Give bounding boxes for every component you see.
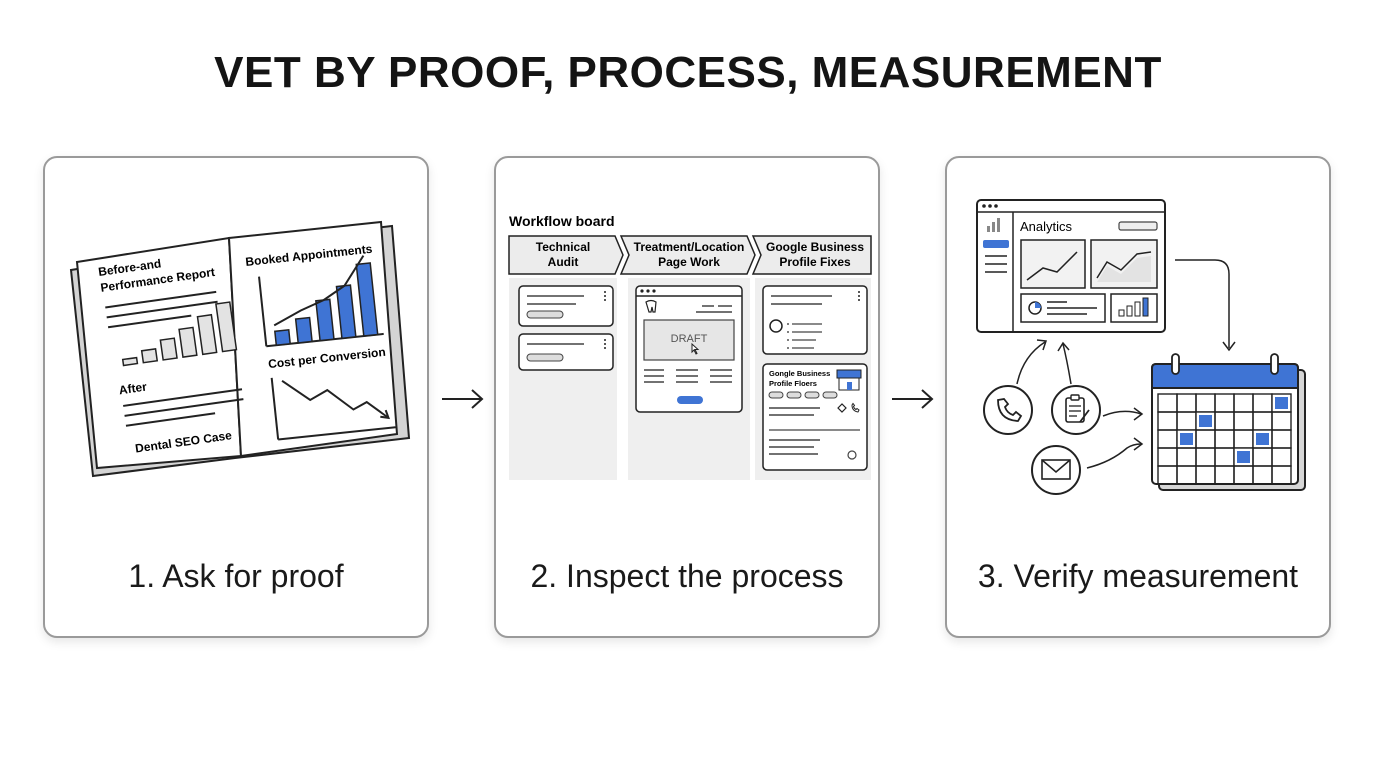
- column-header-line2: Audit: [548, 255, 579, 269]
- gbp-card-line1: Gongle Business: [769, 369, 830, 378]
- phone-icon: [851, 402, 860, 413]
- bar-chart-icon: [987, 218, 1000, 232]
- draft-label: DRAFT: [671, 333, 708, 345]
- storefront-icon: [836, 369, 862, 391]
- arrow-right-icon: [442, 389, 484, 409]
- directions-icon: [837, 403, 847, 413]
- step-label-verify-measurement: 3. Verify measurement: [977, 558, 1299, 594]
- column-header-line1: Technical: [536, 240, 590, 254]
- column-header-line1: Google Business: [766, 240, 864, 254]
- calendar-booked-slot: [1275, 397, 1288, 409]
- gbp-card-line2: Profile Floers: [769, 379, 817, 388]
- calendar-booked-slot: [1256, 433, 1269, 445]
- performance-report-book-illustration: Before-and Performance Report After Dent…: [69, 220, 411, 478]
- page-title: VET BY PROOF, PROCESS, MEASUREMENT: [214, 48, 1162, 97]
- calendar-booked-slot: [1180, 433, 1193, 445]
- step-card-proof: Before-and Performance Report After Dent…: [43, 156, 429, 638]
- report-after-label: After: [118, 379, 148, 397]
- step-label-inspect-process: 2. Inspect the process: [530, 558, 844, 594]
- column-header-line1: Treatment/Location: [634, 240, 745, 254]
- arrow-right-icon: [892, 389, 934, 409]
- calendar-icon: [1151, 353, 1306, 491]
- step-label-ask-for-proof: 1. Ask for proof: [128, 558, 344, 594]
- step-card-measurement: Analytics: [945, 156, 1331, 638]
- column-header-line2: Profile Fixes: [779, 255, 851, 269]
- phone-icon: [983, 385, 1033, 435]
- tooth-icon: [645, 299, 657, 313]
- step-card-process: Workflow board Technical Audit Treatment…: [494, 156, 880, 638]
- calendar-booked-slot: [1199, 415, 1212, 427]
- calendar-cell: [1271, 465, 1292, 485]
- cursor-icon: [691, 342, 700, 355]
- workflow-board-illustration: Workflow board Technical Audit Treatment…: [508, 213, 872, 480]
- calendar-booked-slot: [1237, 451, 1250, 463]
- board-title: Workflow board: [509, 213, 615, 229]
- column-header-line2: Page Work: [658, 255, 720, 269]
- analytics-title: Analytics: [1020, 219, 1073, 234]
- analytics-measurement-illustration: Analytics: [976, 199, 1306, 495]
